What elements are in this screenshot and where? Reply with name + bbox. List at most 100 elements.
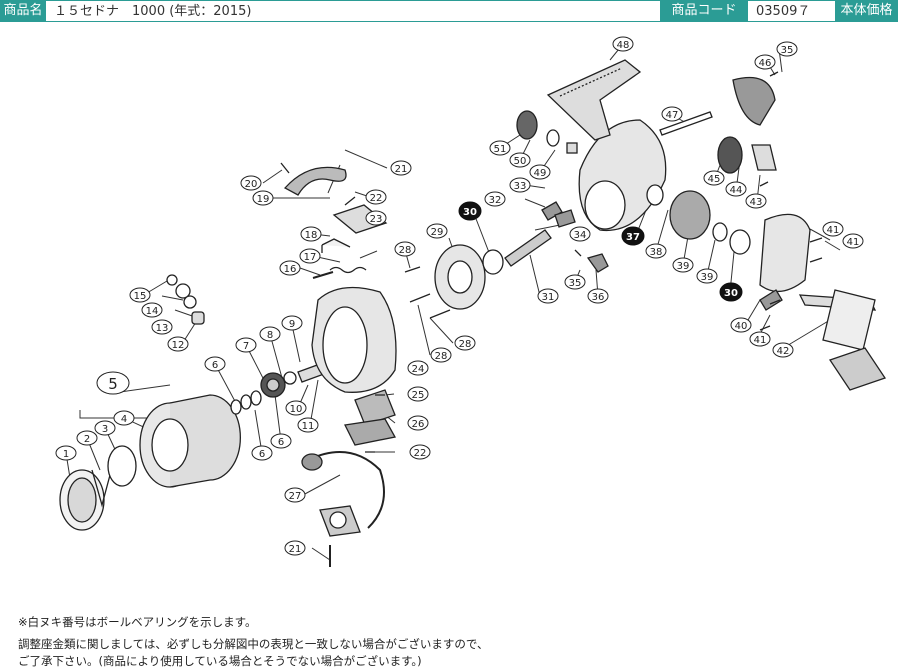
svg-text:26: 26 (412, 419, 425, 430)
svg-text:10: 10 (290, 404, 303, 415)
svg-text:45: 45 (708, 174, 721, 185)
svg-text:38: 38 (650, 247, 663, 258)
callout-22a: 22 (365, 189, 387, 205)
callout-39b: 39 (696, 268, 718, 284)
svg-text:49: 49 (534, 168, 547, 179)
svg-text:50: 50 (514, 156, 527, 167)
callout-1: 1 (55, 445, 77, 461)
svg-text:12: 12 (172, 340, 185, 351)
svg-text:41: 41 (827, 225, 840, 236)
callout-20: 20 (240, 175, 262, 191)
svg-text:22: 22 (370, 193, 383, 204)
callout-13: 13 (151, 319, 173, 335)
callout-49: 49 (529, 164, 551, 180)
callout-28a: 28 (394, 241, 416, 257)
svg-text:48: 48 (617, 40, 630, 51)
callout-42: 42 (772, 342, 794, 358)
ball-bearing-note: ※白ヌキ番号はボールベアリングを示します。 (18, 615, 257, 629)
callout-16: 16 (279, 260, 301, 276)
callout-2: 2 (76, 430, 98, 446)
header-bar: 商品名 １５セドナ 1000 (年式：2015) 商品コード 03509７ 本体… (0, 0, 898, 22)
callout-3: 3 (94, 420, 116, 436)
svg-text:11: 11 (302, 421, 315, 432)
product-name-value: １５セドナ 1000 (年式：2015) (46, 0, 660, 22)
svg-text:31: 31 (542, 292, 555, 303)
callout-33: 33 (509, 177, 531, 193)
handle-knob (828, 347, 887, 391)
svg-text:36: 36 (592, 292, 605, 303)
svg-text:42: 42 (777, 346, 790, 357)
callout-26: 26 (407, 415, 429, 431)
svg-text:28: 28 (459, 339, 472, 350)
callout-43: 43 (745, 193, 767, 209)
svg-text:20: 20 (245, 179, 258, 190)
reel-foot (546, 59, 642, 141)
svg-text:44: 44 (730, 185, 743, 196)
svg-text:35: 35 (781, 45, 794, 56)
callout-4: 4 (113, 410, 135, 426)
svg-text:41: 41 (847, 237, 860, 248)
svg-text:37: 37 (626, 232, 640, 243)
callout-21b: 21 (284, 540, 306, 556)
callout-10: 10 (285, 400, 307, 416)
callout-11: 11 (297, 417, 319, 433)
svg-text:7: 7 (243, 341, 249, 352)
callout-41b: 41 (842, 233, 864, 249)
callout-47: 47 (661, 106, 683, 122)
svg-text:46: 46 (759, 58, 772, 69)
svg-text:6: 6 (212, 360, 218, 371)
svg-text:30: 30 (463, 207, 477, 218)
exploded-parts-diagram: 1 2 3 4 5 6 6 6 7 8 9 10 11 12 13 14 15 … (55, 36, 887, 567)
callout-35a: 35 (564, 274, 586, 290)
svg-text:34: 34 (574, 230, 587, 241)
svg-text:16: 16 (284, 264, 297, 275)
svg-text:24: 24 (412, 364, 425, 375)
callout-19: 19 (252, 190, 274, 206)
callout-7: 7 (235, 337, 257, 353)
callout-34: 34 (569, 226, 591, 242)
callout-27: 27 (284, 487, 306, 503)
callout-51: 51 (489, 140, 511, 156)
svg-text:5: 5 (108, 375, 118, 393)
svg-text:29: 29 (431, 227, 444, 238)
svg-text:39: 39 (701, 272, 714, 283)
callout-41c: 41 (749, 331, 771, 347)
callout-5: 5 (96, 371, 130, 395)
svg-text:51: 51 (494, 144, 507, 155)
svg-text:21: 21 (395, 164, 408, 175)
svg-text:22: 22 (414, 448, 427, 459)
callout-40: 40 (730, 317, 752, 333)
callout-17: 17 (299, 248, 321, 264)
callout-32: 32 (484, 191, 506, 207)
svg-text:9: 9 (289, 319, 295, 330)
callout-29: 29 (426, 223, 448, 239)
svg-text:41: 41 (754, 335, 767, 346)
svg-text:19: 19 (257, 194, 270, 205)
washer-note-line2: ご了承下さい。(商品により使用している場合とそうでない場合がございます。) (18, 654, 422, 668)
callout-35b: 35 (776, 41, 798, 57)
callout-37: 37 (621, 226, 645, 246)
callout-48: 48 (612, 36, 634, 52)
washer-note-line1: 調整座金類に関しましては、必ずしも分解図中の表現と一致しない場合がございますので… (18, 637, 489, 651)
price-label: 本体価格 (840, 3, 893, 18)
svg-text:6: 6 (278, 437, 284, 448)
svg-text:6: 6 (259, 449, 265, 460)
callout-41a: 41 (822, 221, 844, 237)
svg-text:21: 21 (289, 544, 302, 555)
callout-15: 15 (129, 287, 151, 303)
product-code-label: 商品コード (671, 3, 737, 18)
svg-text:43: 43 (750, 197, 763, 208)
callout-21a: 21 (390, 160, 412, 176)
svg-text:1: 1 (63, 449, 69, 460)
svg-text:40: 40 (735, 321, 748, 332)
callout-22b: 22 (409, 444, 431, 460)
svg-text:23: 23 (370, 214, 383, 225)
callout-46: 46 (754, 54, 776, 70)
svg-text:13: 13 (156, 323, 169, 334)
callout-6a: 6 (204, 356, 226, 372)
svg-text:28: 28 (399, 245, 412, 256)
body-cover (759, 213, 811, 292)
callout-30b: 30 (719, 282, 743, 302)
callout-24: 24 (407, 360, 429, 376)
callout-8: 8 (259, 326, 281, 342)
